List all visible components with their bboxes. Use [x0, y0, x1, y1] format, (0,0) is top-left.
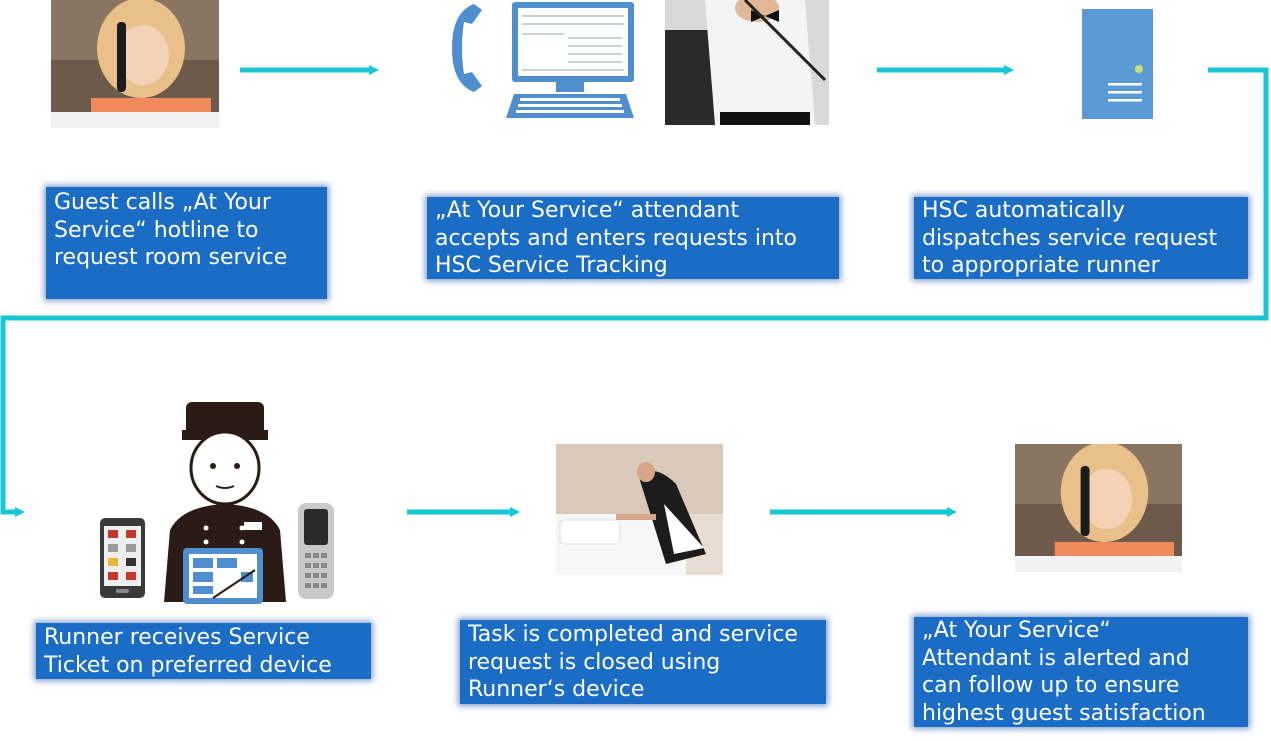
desktop-computer-icon — [504, 2, 636, 120]
smartphone-icon — [100, 518, 145, 598]
step-5-text: Task is completed and service request is… — [460, 620, 826, 704]
girl-on-phone-photo — [51, 0, 219, 128]
step-3-text: HSC automatically dispatches service req… — [914, 197, 1248, 279]
server-icon — [1082, 9, 1153, 119]
step-1-text: Guest calls „At Your Service“ hotline to… — [46, 187, 327, 299]
arrow-step3-to-step4 — [0, 67, 1269, 517]
step-2-text: „At Your Service“ attendant accepts and … — [427, 197, 839, 279]
attendant-on-phone-photo — [665, 0, 829, 125]
cordless-phone-icon — [298, 503, 334, 599]
girl-on-phone-photo — [1015, 444, 1182, 572]
telephone-handset-icon — [448, 2, 486, 94]
step-4-text: Runner receives Service Ticket on prefer… — [36, 623, 371, 679]
bellboy-icon — [162, 402, 288, 602]
housekeeper-making-bed-photo — [556, 444, 723, 575]
step-6-text: „At Your Service“ Attendant is alerted a… — [914, 617, 1248, 727]
tablet-icon — [183, 548, 263, 604]
